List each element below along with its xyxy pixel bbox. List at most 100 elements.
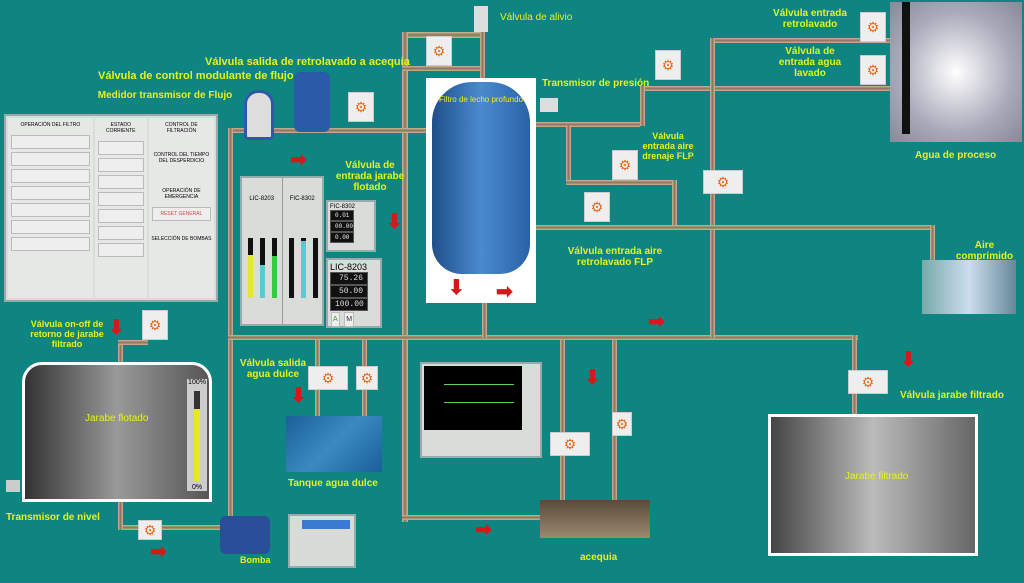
flow-arrow-icon: ➡: [290, 149, 307, 171]
pipe: [228, 335, 858, 340]
valve-icon[interactable]: ⚙: [138, 520, 162, 540]
valve-icon[interactable]: ⚙: [356, 366, 378, 390]
flow-arrow-icon: ⬇: [108, 317, 125, 339]
valve-icon[interactable]: ⚙: [612, 412, 632, 436]
label-filtered-syrup: Jarabe filtrado: [845, 471, 909, 482]
valve-icon[interactable]: ⚙: [426, 36, 452, 66]
pipe: [402, 32, 482, 38]
valve-icon[interactable]: ⚙: [703, 170, 743, 194]
sweet-water-tank: [286, 416, 382, 472]
pressure-transmitter-icon[interactable]: [540, 98, 558, 112]
lic-sp: 50.00: [330, 285, 368, 298]
pipe: [566, 125, 571, 185]
label-flow-control-valve: Válvula de control modulante de flujo: [98, 70, 294, 82]
pipe: [640, 86, 645, 126]
valve-icon[interactable]: ⚙: [860, 12, 886, 42]
trend-panel: [420, 362, 542, 458]
valve-icon[interactable]: ⚙: [348, 92, 374, 122]
valve-icon[interactable]: ⚙: [848, 370, 888, 394]
pump-control-panel[interactable]: [288, 514, 356, 568]
manual-button[interactable]: M: [344, 312, 355, 327]
pipe: [480, 30, 485, 90]
filter-operation-panel: OPERACIÓN DEL FILTRO ESTADO CORRIENTE CO…: [4, 114, 218, 302]
process-water-image: [890, 2, 1022, 142]
label-filter: Filtro de lecho profundo: [438, 95, 524, 104]
pipe: [402, 515, 617, 520]
level-transmitter-icon: [6, 480, 20, 492]
pipe: [560, 340, 565, 500]
op-button[interactable]: [11, 203, 90, 217]
valve-icon[interactable]: ⚙: [860, 55, 886, 85]
lic-tag: LIC-8203: [330, 262, 368, 272]
op-button[interactable]: [11, 220, 90, 234]
flow-arrow-icon: ⬇: [386, 211, 403, 233]
pump-icon[interactable]: [220, 516, 270, 554]
flow-arrow-icon: ➡: [648, 311, 665, 333]
lic-out: 100.00: [330, 298, 368, 311]
label-relief-valve: Válvula de alivio: [500, 12, 573, 23]
op-button[interactable]: [11, 237, 90, 251]
pipe: [228, 128, 233, 528]
label-pressure-transmitter: Transmisor de presión: [542, 78, 650, 89]
ops-col2-title: ESTADO CORRIENTE: [106, 122, 136, 134]
label-backwash-inlet-valve: Válvula entrada retrolavado: [773, 8, 847, 30]
flow-arrow-icon: ➡: [475, 519, 492, 541]
valve-icon[interactable]: ⚙: [308, 366, 348, 390]
label-flow-meter: Medidor transmisor de Flujo: [97, 90, 233, 101]
valve-icon[interactable]: ⚙: [142, 310, 168, 340]
pipe: [402, 66, 482, 71]
ops-col3-title: CONTROL DE FILTRACIÓN: [165, 122, 198, 134]
flow-arrow-icon: ➡: [150, 541, 167, 563]
pipe: [710, 38, 890, 43]
level-bars-panel: LIC-8203 FIC-8302: [240, 176, 324, 326]
label-pump: Bomba: [240, 555, 271, 565]
label-return-valve: Válvula on-off de retorno de jarabe filt…: [30, 319, 104, 349]
ops-time-title: CONTROL DEL TIEMPO DEL DESPERDICIO: [153, 152, 210, 164]
op-button[interactable]: [11, 186, 90, 200]
valve-icon[interactable]: ⚙: [584, 192, 610, 222]
pipe: [118, 340, 148, 345]
flow-arrow-icon: ⬇: [900, 349, 917, 371]
label-compressed-air: Aire comprimido: [955, 240, 1014, 262]
op-button[interactable]: [11, 169, 90, 183]
fic-panel: FIC-8302 0.01 00.00 0.00: [326, 200, 376, 252]
air-compressor-image: [922, 260, 1016, 314]
control-valve-icon[interactable]: [294, 72, 330, 132]
lic-panel: LIC-8203 75.26 50.00 100.00 A M: [326, 258, 382, 328]
auto-button[interactable]: A: [331, 312, 340, 327]
label-air-drain-valve: Válvula entrada aire drenaje FLP: [642, 131, 694, 161]
ops-col1-title: OPERACIÓN DEL FILTRO: [20, 122, 81, 128]
ops-emergency-title: OPERACIÓN DE EMERGENCIA: [162, 188, 201, 200]
pipe: [120, 525, 235, 530]
label-filtered-syrup-valve: Válvula jarabe filtrado: [900, 390, 1004, 401]
lic-pv: 75.26: [330, 272, 368, 285]
pipe: [640, 86, 890, 91]
fic-tag: FIC-8302: [330, 204, 356, 210]
label-sweet-water-tank: Tanque agua dulce: [288, 478, 378, 489]
reset-button[interactable]: RESET GENERAL: [151, 207, 211, 221]
pipe: [530, 122, 640, 127]
label-backwash-out-valve: Válvula salida de retrolavado a acequia: [205, 56, 410, 68]
ops-pump-title: SELECCIÓN DE BOMBAS: [151, 236, 212, 242]
ditch: [540, 500, 650, 538]
pipe: [672, 180, 677, 225]
label-level-transmitter: Transmisor de nivel: [6, 512, 100, 523]
valve-icon[interactable]: ⚙: [655, 50, 681, 80]
label-ditch: acequia: [580, 552, 618, 563]
op-button[interactable]: [11, 152, 90, 166]
valve-icon[interactable]: ⚙: [550, 432, 590, 456]
floated-syrup-tank: Jarabe flotado 100% 0%: [22, 362, 212, 502]
label-wash-water-valve: Válvula de entrada agua lavado: [778, 46, 842, 79]
op-button[interactable]: [11, 135, 90, 149]
flow-meter-icon[interactable]: [244, 90, 274, 140]
pipe: [482, 280, 487, 338]
label-inlet-syrup-valve: Válvula de entrada jarabe flotado: [335, 160, 405, 193]
relief-valve-icon[interactable]: [474, 6, 488, 32]
flow-arrow-icon: ⬇: [290, 385, 307, 407]
valve-icon[interactable]: ⚙: [612, 150, 638, 180]
fic-value: 00.00: [330, 221, 354, 232]
trend-chart: [424, 366, 522, 430]
gauge-max: 100%: [188, 379, 206, 386]
pipe: [530, 225, 935, 230]
fic-value: 0.01: [330, 210, 354, 221]
